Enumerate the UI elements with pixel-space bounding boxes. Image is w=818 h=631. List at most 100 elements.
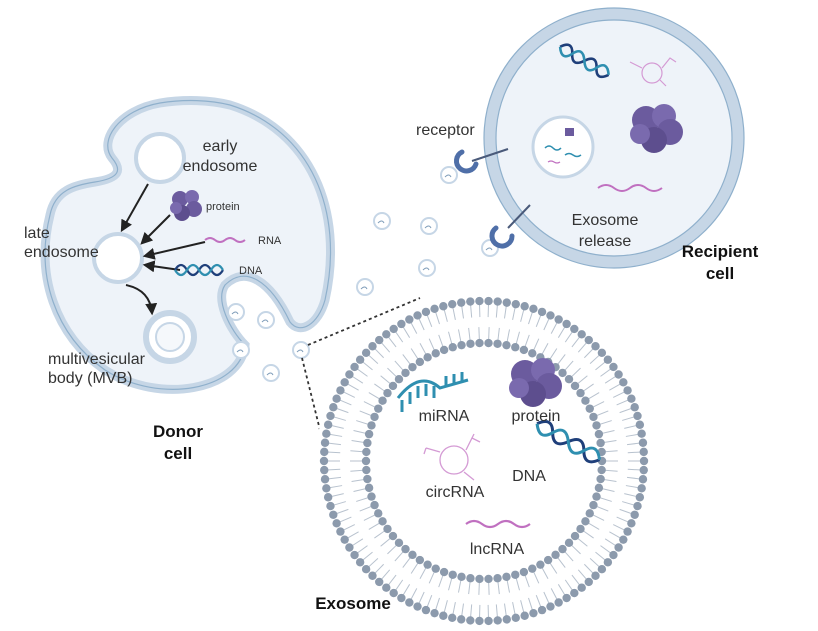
donor-cell-outline [44, 99, 332, 390]
lipid-head [401, 368, 410, 378]
lipid-head [637, 429, 646, 438]
arrow-early-to-late [120, 183, 149, 233]
lipid-head [364, 483, 374, 493]
lipid-head [368, 342, 377, 351]
arrow-late-to-mvb [125, 284, 158, 316]
lipid-head [320, 475, 330, 484]
lipid-head [577, 583, 586, 592]
small-exosome [292, 341, 310, 359]
lipid-head [375, 577, 384, 587]
lipid-head [350, 362, 359, 372]
receptor-label: receptor [416, 122, 475, 139]
internalized-dna-icon [544, 145, 562, 151]
recipient-inner-outline [495, 19, 733, 257]
lipid-head [623, 527, 632, 536]
lipid-head [374, 404, 383, 413]
lipid-head [397, 593, 406, 603]
lipid-head [350, 550, 359, 560]
lipid-head [368, 571, 377, 580]
internalized-rna-icon [564, 152, 582, 158]
lipid-head [564, 374, 574, 384]
mvb-label-2: body (MVB) [48, 370, 132, 387]
lipid-head [448, 343, 457, 352]
lipid-head [591, 571, 600, 580]
lipid-head [589, 412, 598, 422]
lipid-head [596, 438, 605, 448]
lipid-head [326, 411, 335, 421]
lipid-head [529, 304, 538, 314]
lipid-head [319, 456, 329, 466]
lipid-head [336, 527, 345, 536]
lipid-head [323, 420, 333, 429]
lipid-head [430, 304, 439, 314]
lipid-head [415, 555, 425, 565]
small-exosome [232, 341, 250, 359]
receptor-icon [489, 225, 515, 249]
lipid-head [502, 572, 511, 582]
lipid-head [448, 570, 457, 579]
exosome-dna-label: DNA [512, 468, 546, 485]
lipid-head [332, 394, 341, 403]
early-endosome-label-1: early [203, 138, 238, 155]
lipid-head [511, 343, 520, 352]
lipid-head [362, 465, 371, 475]
lncrna-label: lncRNA [470, 541, 525, 558]
small-exosome [257, 311, 275, 329]
protein-icon [170, 190, 202, 221]
internalized-protein-icon [565, 128, 574, 136]
recipient-title-2: cell [706, 264, 734, 283]
lipid-head [519, 345, 529, 355]
mvb-inner-vesicle [155, 322, 185, 352]
lipid-head [466, 574, 475, 583]
lipid-head [374, 509, 383, 518]
lipid-head [537, 307, 547, 317]
exosome-title: Exosome [315, 594, 391, 613]
recipient-protein-icon [630, 104, 683, 153]
small-exosome [262, 364, 280, 382]
lipid-head [421, 605, 431, 615]
lipid-head [466, 297, 475, 306]
lipid-head [511, 613, 520, 623]
lipid-head [594, 483, 604, 493]
lipid-head [562, 319, 571, 329]
lipid-head [408, 550, 417, 560]
lipid-head [370, 412, 379, 422]
rna-label: RNA [258, 235, 282, 247]
lipid-head [388, 381, 398, 391]
lipid-head [614, 543, 623, 552]
mirna-icon [396, 372, 469, 412]
lipid-head [361, 348, 371, 358]
recipient-dna-icon [558, 43, 610, 79]
small-exosome [356, 278, 374, 296]
recipient-circrna-icon [629, 57, 677, 87]
lipid-head [383, 524, 392, 534]
lipid-head [511, 570, 520, 579]
exosome-protein-label: protein [512, 408, 561, 425]
lipid-head [537, 605, 547, 615]
lipid-head [639, 447, 648, 457]
lipid-head [363, 474, 372, 484]
lipid-head [543, 555, 553, 565]
lipid-head [585, 404, 594, 413]
lipid-head [329, 510, 338, 519]
mvb-label-1: multivesicular [48, 351, 146, 368]
lipid-head [389, 324, 398, 334]
lipid-head [594, 429, 604, 439]
lipid-head [551, 550, 560, 560]
dna-icon [174, 263, 224, 277]
lipid-head [603, 558, 613, 567]
lipid-head [355, 558, 365, 567]
lipid-head [493, 297, 502, 306]
small-exosome [440, 166, 458, 184]
lipid-head [570, 324, 579, 334]
lipid-head [570, 531, 580, 541]
lipid-head [630, 510, 639, 519]
lipid-head [564, 538, 574, 548]
receptor-stalk-2 [507, 204, 531, 229]
lipid-head [475, 616, 484, 626]
lipid-head [439, 567, 449, 577]
lipid-head [430, 608, 439, 618]
receptor-stalk-1 [471, 148, 509, 162]
recipient-outer-outline [483, 7, 745, 269]
